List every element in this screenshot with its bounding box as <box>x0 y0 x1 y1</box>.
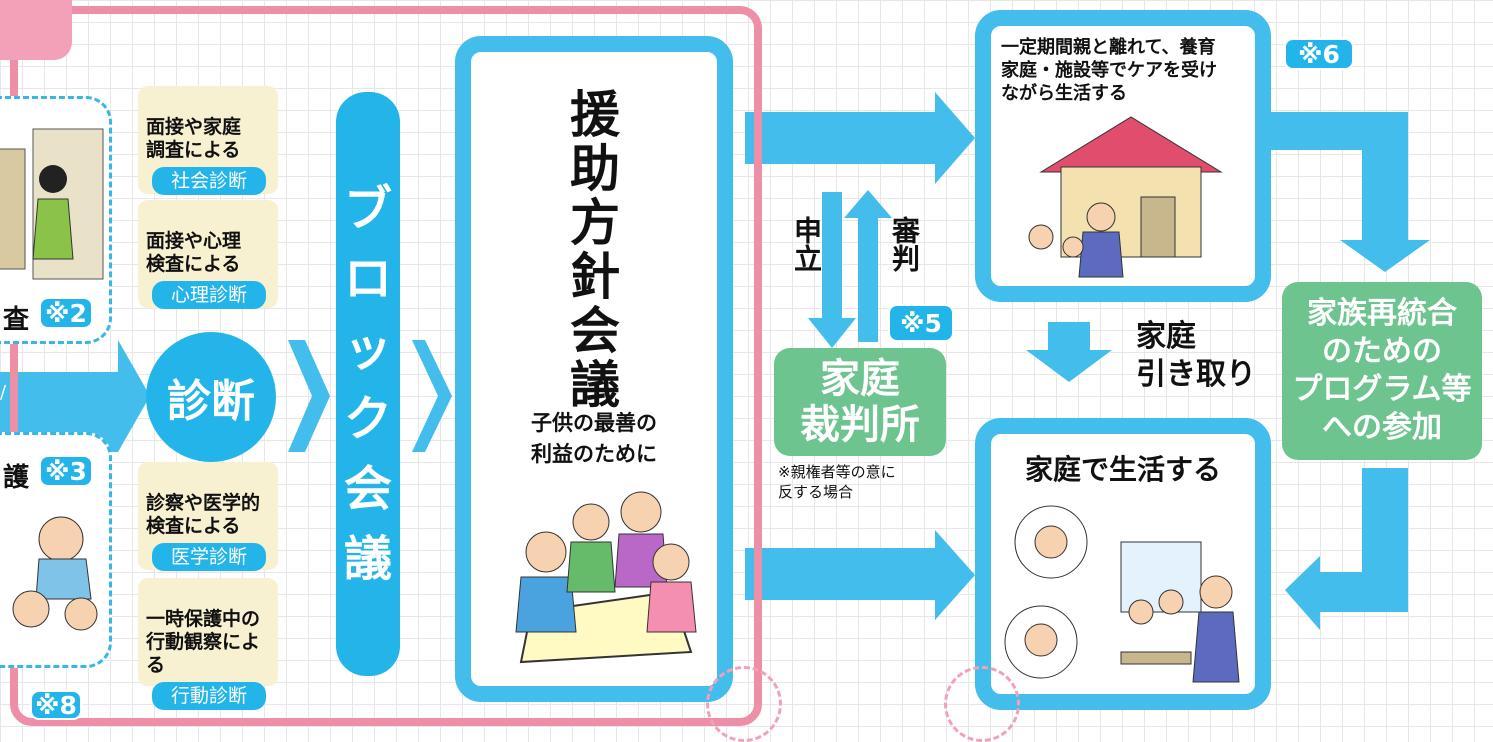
block-meeting-char: 会 <box>343 461 392 517</box>
reunification-program: 家族再統合 のための プログラム等 への参加 <box>1282 282 1482 460</box>
foster-care-box: 一定期間親と離れて、養育 家庭・施設等でケアを受け ながら生活する <box>975 10 1271 302</box>
medical-diagnosis-label: 医学診断 <box>152 543 266 571</box>
home-life-title: 家庭で生活する <box>1024 453 1221 486</box>
children-illustration <box>12 516 98 631</box>
block-meeting: ブ ロ ッ ク 会 議 <box>336 92 400 676</box>
psychological-diagnosis-label: 心理診断 <box>152 281 266 309</box>
frame-corner-tab <box>0 0 72 60</box>
arrow-to-diagnosis <box>0 340 150 452</box>
social-diagnosis-box: 面接や家庭 調査による 社会診断 <box>138 86 278 195</box>
social-diagnosis-label: 社会診断 <box>152 167 266 195</box>
policy-meeting-box: 援助方針会議 子供の最善の 利益のために <box>455 36 733 702</box>
medical-diagnosis-box: 診察や医学的 検査による 医学診断 <box>138 462 278 571</box>
block-meeting-char: ブ <box>343 181 392 237</box>
arrow-foster-to-home <box>1026 322 1112 382</box>
family-illustration <box>1004 505 1240 683</box>
arrow-mark: / <box>0 382 7 403</box>
family-court: 家庭 裁判所 <box>774 348 946 456</box>
policy-meeting-title: 援助方針会議 <box>562 88 620 412</box>
note-badge-6: ※6 <box>1284 38 1354 70</box>
arrow-to-block-meeting <box>288 340 330 452</box>
social-diagnosis-desc: 面接や家庭 調査による <box>146 116 242 161</box>
policy-meeting-subtitle: 子供の最善の 利益のために <box>531 411 657 466</box>
arrow-to-policy <box>412 340 452 452</box>
note-badge-2: ※2 <box>39 297 93 329</box>
note-badge-5: ※5 <box>888 304 954 342</box>
return-home-label: 家庭 引き取り <box>1136 319 1256 392</box>
flow-arrows <box>0 92 1430 630</box>
block-meeting-char: ロ <box>343 251 392 307</box>
medical-diagnosis-desc: 診察や医学的 検査による <box>146 492 261 537</box>
arrow-apply-down <box>808 192 856 348</box>
arrow-judgment-up <box>844 190 892 342</box>
apply-label: 申立 <box>790 216 823 272</box>
home-life-box: 家庭で生活する <box>975 418 1271 710</box>
arrow-to-foster <box>745 92 975 184</box>
psychological-diagnosis-box: 面接や心理 検査による 心理診断 <box>138 200 278 309</box>
house-illustration <box>1028 116 1223 278</box>
diagnosis-circle: 診断 <box>146 332 276 462</box>
investigation-panel: 査 ※2 <box>0 96 112 344</box>
arrow-reunify-to-home <box>1285 468 1408 630</box>
block-meeting-char: ッ <box>343 321 392 377</box>
block-meeting-char: ク <box>343 391 392 447</box>
behavioral-diagnosis-box: 一時保護中の 行動観察による 行動診断 <box>138 578 278 710</box>
court-note: ※親権者等の意に 反する場合 <box>778 463 896 501</box>
behavioral-diagnosis-desc: 一時保護中の 行動観察による <box>146 608 261 676</box>
behavioral-diagnosis-label: 行動診断 <box>152 682 266 710</box>
note-badge-8: ※8 <box>30 690 82 720</box>
judgment-label: 審判 <box>888 216 921 272</box>
psychological-diagnosis-desc: 面接や心理 検査による <box>146 230 242 275</box>
arrow-to-reunify <box>1265 112 1430 272</box>
visit-illustration <box>0 128 104 280</box>
custody-label: 護 <box>3 463 30 493</box>
decorative-circle <box>706 666 782 742</box>
decorative-circle <box>944 666 1020 742</box>
arrow-to-home <box>745 530 975 620</box>
block-meeting-char: 議 <box>343 531 392 587</box>
foster-care-text: 一定期間親と離れて、養育 家庭・施設等でケアを受け ながら生活する <box>1001 37 1217 104</box>
note-badge-3: ※3 <box>39 455 93 487</box>
investigation-label: 査 <box>3 305 30 335</box>
meeting-illustration <box>515 491 697 664</box>
custody-panel: 護 ※3 <box>0 432 112 668</box>
